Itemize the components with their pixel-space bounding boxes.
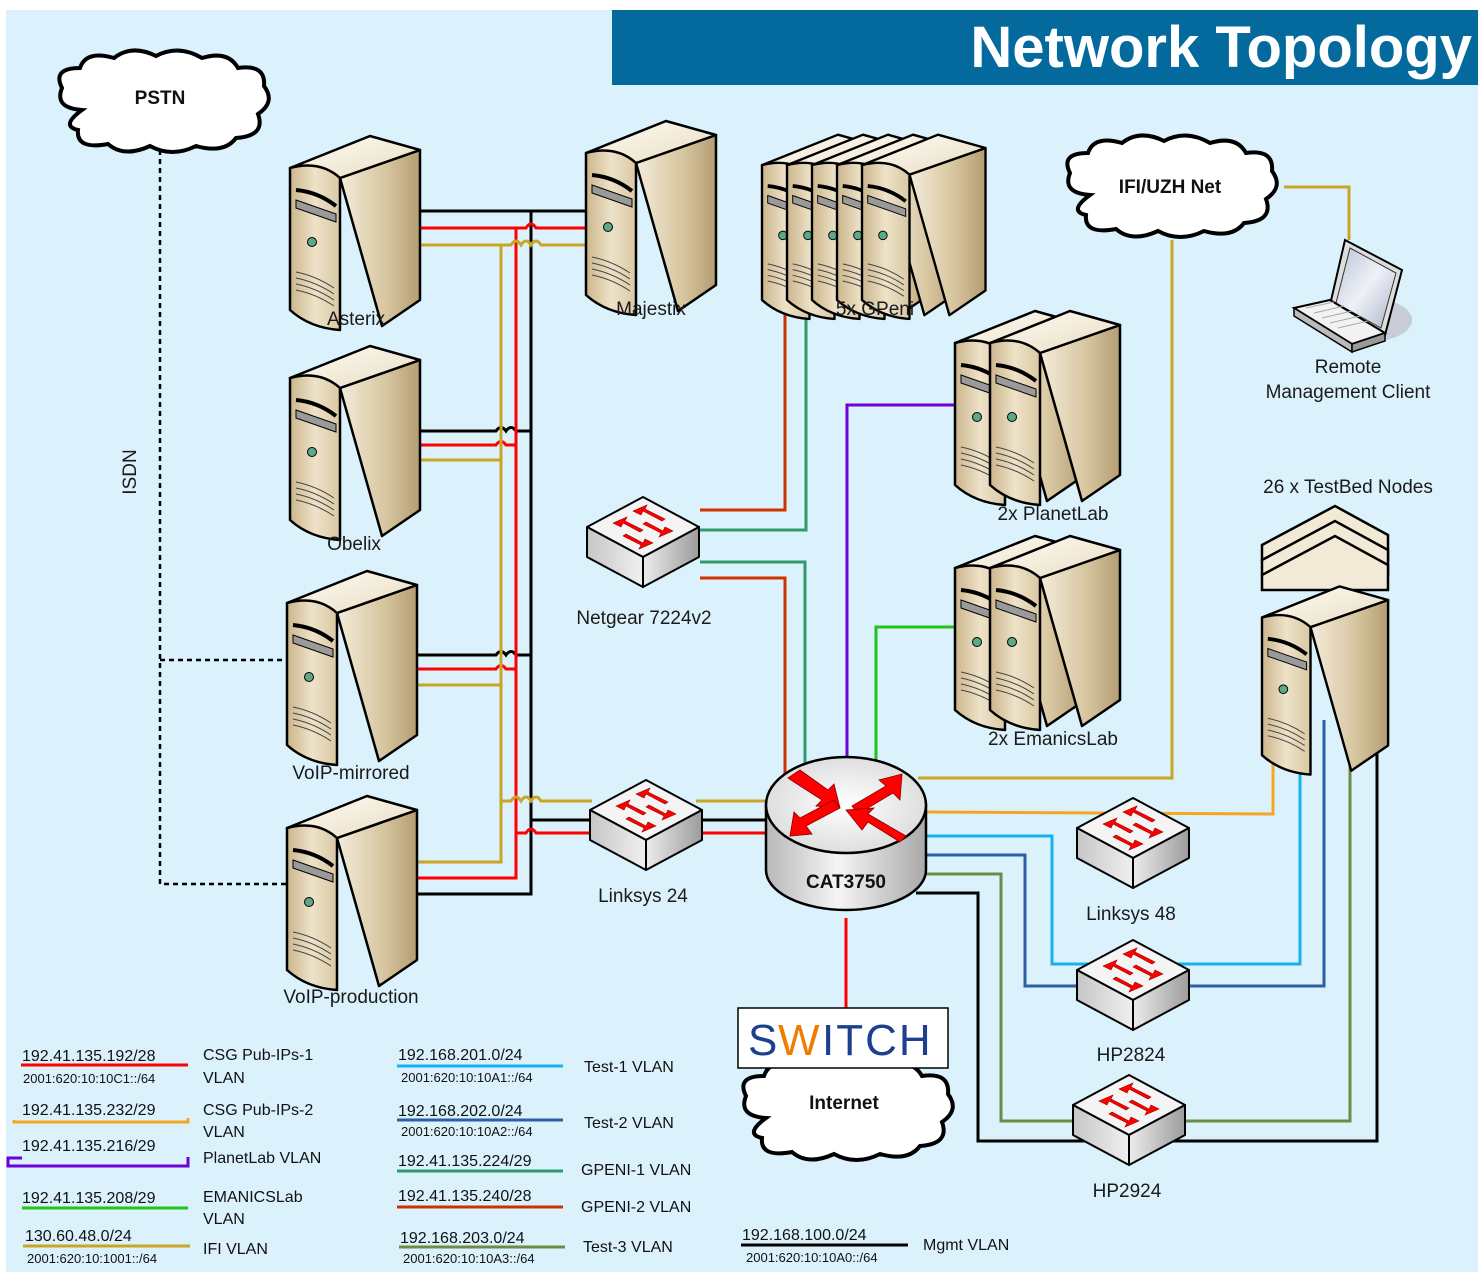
legend-ipv4: 192.41.135.192/28 — [22, 1048, 156, 1065]
switch-logo-s: S — [748, 1016, 779, 1065]
legend-item-gpeni1: 192.41.135.224/29 GPENI-1 VLAN — [397, 1153, 691, 1179]
emanicslab-label: 2x EmanicsLab — [988, 729, 1118, 750]
hp2924-label: HP2924 — [1093, 1181, 1162, 1202]
legend-name: Test-1 VLAN — [584, 1059, 674, 1076]
internet-cloud: Internet — [741, 1056, 955, 1162]
remote-label-line1: Remote — [1315, 357, 1382, 378]
planetlab-wire — [845, 403, 956, 758]
gpeni1-wires — [700, 285, 808, 768]
voip-production-server-icon[interactable] — [285, 794, 419, 1012]
legend-name: EMANICSLab — [203, 1189, 303, 1206]
switch-logo-w: W — [778, 1016, 822, 1065]
legend-ipv6: 2001:620:10:10A1::/64 — [401, 1070, 533, 1085]
title-bar — [612, 10, 1478, 85]
legend-name: CSG Pub-IPs-1 — [203, 1047, 313, 1064]
legend-item-test1: 192.168.201.0/24 2001:620:10:10A1::/64 T… — [397, 1047, 674, 1085]
legend-name: PlanetLab VLAN — [203, 1150, 321, 1167]
test3-wire — [926, 712, 1352, 1123]
legend-item-planetlab: 192.41.135.216/29 PlanetLab VLAN — [6, 1138, 321, 1168]
legend-item-csg1: 192.41.135.192/28 2001:620:10:10C1::/64 … — [21, 1047, 313, 1087]
legend-ipv4: 192.41.135.240/28 — [398, 1188, 532, 1205]
test1-wire — [926, 725, 1302, 966]
mgmt-wires-left — [410, 209, 768, 896]
testbed-label: 26 x TestBed Nodes — [1263, 477, 1433, 498]
pstn-label: PSTN — [135, 88, 186, 109]
legend-item-csg2: 192.41.135.232/29 CSG Pub-IPs-2 VLAN — [12, 1102, 313, 1141]
legend-name-line2: VLAN — [203, 1211, 245, 1228]
legend-item-test2: 192.168.202.0/24 2001:620:10:10A2::/64 T… — [397, 1103, 674, 1139]
gpeni2-wires — [700, 280, 787, 778]
legend-ipv4: 192.168.100.0/24 — [742, 1227, 867, 1244]
legend-ipv4: 192.41.135.208/29 — [22, 1190, 156, 1207]
legend-item-ifi: 130.60.48.0/24 2001:620:10:1001::/64 IFI… — [23, 1228, 268, 1266]
legend-ipv4: 192.168.202.0/24 — [398, 1103, 523, 1120]
legend: 192.41.135.192/28 2001:620:10:10C1::/64 … — [6, 1047, 1009, 1266]
ifi-wires — [412, 185, 1351, 864]
legend-item-gpeni2: 192.41.135.240/28 GPENI-2 VLAN — [397, 1188, 691, 1216]
cat3750-label: CAT3750 — [806, 872, 886, 893]
legend-name: CSG Pub-IPs-2 — [203, 1102, 313, 1119]
legend-ipv4: 192.168.203.0/24 — [400, 1230, 525, 1247]
isdn-link — [158, 150, 290, 886]
cat3750-router-icon[interactable]: CAT3750 — [764, 755, 928, 912]
linksys24-label: Linksys 24 — [598, 886, 688, 907]
pstn-cloud: PSTN — [57, 48, 271, 154]
obelix-server-icon[interactable] — [288, 344, 422, 562]
test2-wire — [926, 720, 1326, 988]
legend-name: Test-3 VLAN — [583, 1239, 673, 1256]
legend-ipv4: 192.41.135.232/29 — [22, 1102, 156, 1119]
gpeni-label: 5x GPeni — [836, 299, 914, 320]
legend-ipv6: 2001:620:10:10C1::/64 — [23, 1071, 155, 1086]
planetlab-servers-icon[interactable] — [953, 309, 1122, 527]
mgmt-wire-right — [916, 700, 1379, 1143]
legend-ipv6: 2001:620:10:10A2::/64 — [401, 1124, 533, 1139]
obelix-label: Obelix — [327, 534, 381, 555]
switch-logo-rest: ITCH — [822, 1016, 933, 1065]
voip-mirrored-server-icon[interactable] — [285, 569, 419, 787]
page-title: Network Topology — [970, 15, 1472, 80]
legend-ipv4: 192.168.201.0/24 — [398, 1047, 523, 1064]
remote-management-laptop-icon[interactable] — [1291, 238, 1412, 354]
internet-label: Internet — [809, 1093, 879, 1114]
linksys48-label: Linksys 48 — [1086, 904, 1176, 925]
legend-item-mgmt: 192.168.100.0/24 2001:620:10:10A0::/64 M… — [741, 1227, 1009, 1265]
legend-name: GPENI-2 VLAN — [581, 1199, 691, 1216]
planetlab-label: 2x PlanetLab — [998, 504, 1109, 525]
legend-name-line2: VLAN — [203, 1124, 245, 1141]
asterix-label: Asterix — [327, 309, 386, 330]
legend-ipv4: 192.41.135.216/29 — [22, 1138, 156, 1155]
legend-name: GPENI-1 VLAN — [581, 1162, 691, 1179]
testbed-servers-icon[interactable] — [1260, 504, 1391, 796]
ifi-uzh-cloud: IFI/UZH Net — [1065, 133, 1279, 239]
hp2824-label: HP2824 — [1097, 1045, 1166, 1066]
legend-name: Test-2 VLAN — [584, 1115, 674, 1132]
remote-label-line2: Management Client — [1266, 382, 1431, 403]
legend-name: IFI VLAN — [203, 1241, 268, 1258]
switch-logo: S W ITCH — [737, 1007, 949, 1069]
wires — [158, 150, 1379, 1143]
legend-ipv4: 130.60.48.0/24 — [25, 1228, 132, 1245]
ifi-uzh-label: IFI/UZH Net — [1119, 177, 1222, 198]
legend-name: Mgmt VLAN — [923, 1237, 1009, 1254]
netgear-label: Netgear 7224v2 — [576, 608, 711, 629]
majestix-label: Majestix — [616, 299, 686, 320]
emanicslab-wire — [874, 625, 956, 760]
legend-ipv6: 2001:620:10:1001::/64 — [27, 1251, 157, 1266]
isdn-label: ISDN — [120, 449, 141, 494]
legend-ipv6: 2001:620:10:10A3::/64 — [403, 1251, 535, 1266]
legend-ipv4: 192.41.135.224/29 — [398, 1153, 532, 1170]
voip-production-label: VoIP-production — [283, 987, 418, 1008]
voip-mirrored-label: VoIP-mirrored — [292, 763, 409, 784]
legend-name-line2: VLAN — [203, 1070, 245, 1087]
emanicslab-servers-icon[interactable] — [953, 534, 1122, 752]
legend-item-emanicslab: 192.41.135.208/29 EMANICSLab VLAN — [22, 1189, 303, 1228]
legend-ipv6: 2001:620:10:10A0::/64 — [746, 1250, 878, 1265]
legend-item-test3: 192.168.203.0/24 2001:620:10:10A3::/64 T… — [399, 1230, 673, 1266]
